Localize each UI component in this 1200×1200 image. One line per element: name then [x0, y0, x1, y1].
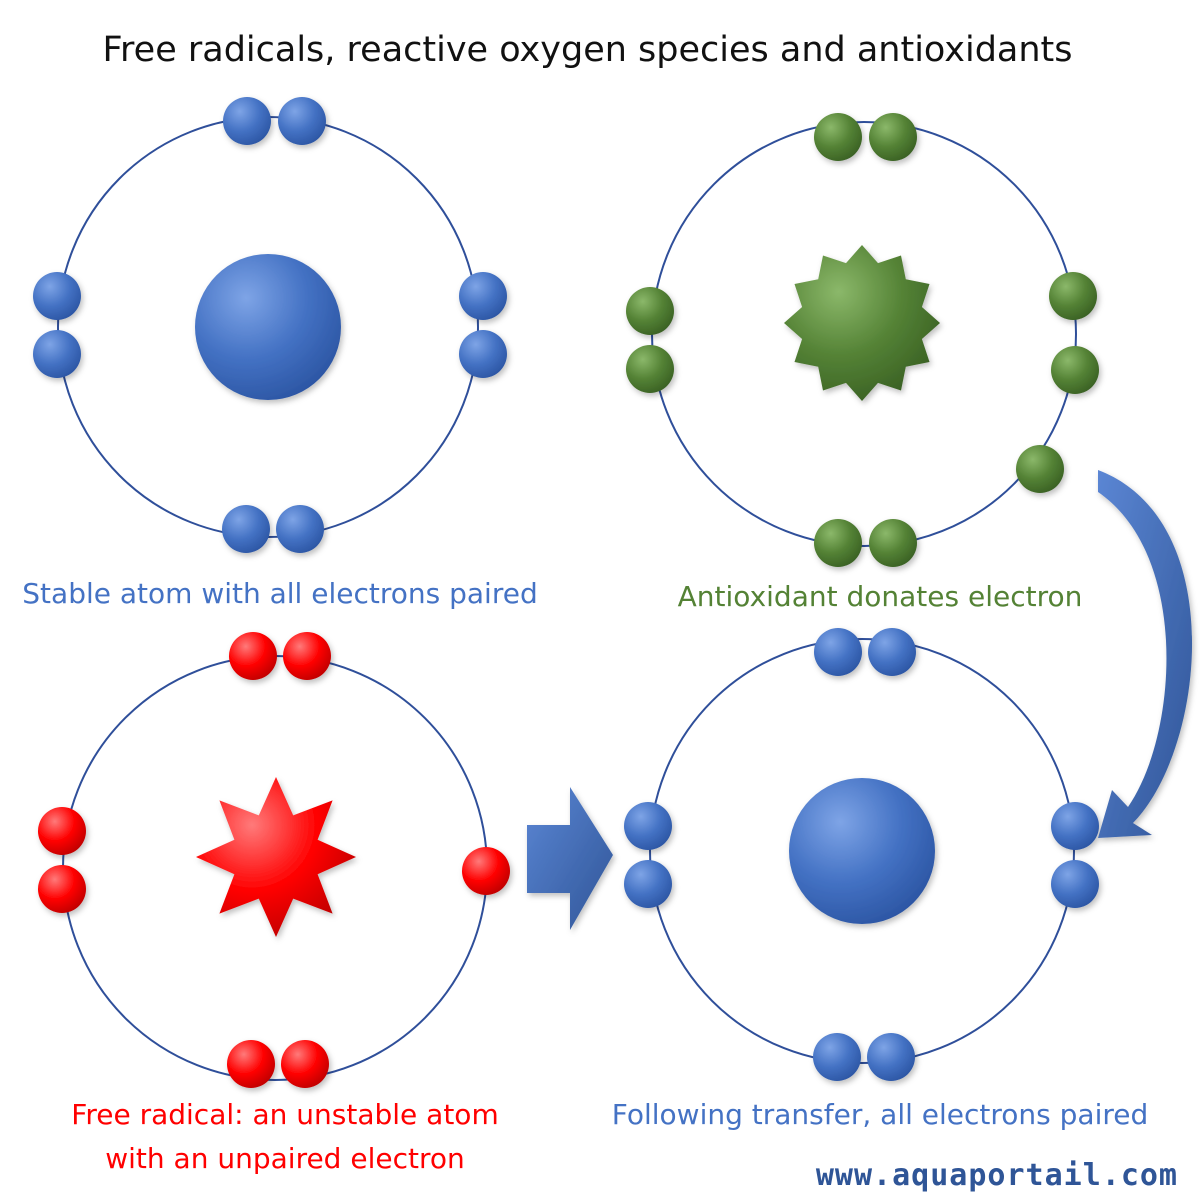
- free-radical-atom: [38, 632, 510, 1088]
- antioxidant-nucleus-star: [784, 245, 940, 401]
- stable-atom-electron: [278, 97, 326, 145]
- diagram-title: Free radicals, reactive oxygen species a…: [102, 30, 1073, 70]
- antioxidant-caption: Antioxidant donates electron: [677, 580, 1083, 613]
- free-radical-atom-electron: [229, 632, 277, 680]
- free-radical-caption-line-1: Free radical: an unstable atom: [71, 1098, 499, 1131]
- free-radical-atom-electron: [281, 1040, 329, 1088]
- paired-atom-electron: [624, 802, 672, 850]
- paired-atom: [624, 628, 1099, 1081]
- paired-atom-electron: [813, 1033, 861, 1081]
- stable-atom-electron: [33, 272, 81, 320]
- paired-atom-electron: [624, 860, 672, 908]
- free-radical-nucleus-star: [196, 777, 356, 937]
- free-radical-atom-electron: [227, 1040, 275, 1088]
- stable-atom-nucleus: [195, 254, 341, 400]
- stable-atom-electron: [222, 505, 270, 553]
- antioxidant-donated-electron: [1016, 445, 1064, 493]
- stable-atom-caption: Stable atom with all electrons paired: [22, 577, 538, 610]
- antioxidant-atom-electron: [869, 113, 917, 161]
- paired-atom-orbit: [649, 638, 1075, 1064]
- free-radical-caption-line-2: with an unpaired electron: [105, 1142, 465, 1175]
- antioxidant-atom-electron: [1049, 272, 1097, 320]
- stable-atom-electron: [33, 330, 81, 378]
- paired-atom-electron: [868, 628, 916, 676]
- free-radical-atom-electron: [38, 807, 86, 855]
- curved-donation-arrow: [1098, 470, 1193, 838]
- paired-atom-nucleus: [789, 778, 935, 924]
- antioxidant-atom-electron: [869, 519, 917, 567]
- paired-atom-electron: [867, 1033, 915, 1081]
- paired-atom-electron: [1051, 802, 1099, 850]
- right-arrow: [527, 787, 613, 930]
- free-radical-unpaired-electron: [462, 847, 510, 895]
- antioxidant-atom: [626, 113, 1099, 567]
- stable-atom-electron: [276, 505, 324, 553]
- antioxidant-atom-electron: [814, 113, 862, 161]
- antioxidant-atom-electron: [626, 287, 674, 335]
- paired-atom-electron: [1051, 860, 1099, 908]
- antioxidant-atom-electron: [814, 519, 862, 567]
- stable-atom: [33, 97, 507, 553]
- stable-atom-electron: [223, 97, 271, 145]
- free-radical-atom-electron: [283, 632, 331, 680]
- paired-atom-electron: [814, 628, 862, 676]
- antioxidant-atom-electron: [626, 345, 674, 393]
- free-radical-caption: Free radical: an unstable atom with an u…: [40, 1093, 530, 1181]
- stable-atom-electron: [459, 330, 507, 378]
- after-transfer-caption: Following transfer, all electrons paired: [611, 1098, 1149, 1131]
- free-radical-atom-electron: [38, 865, 86, 913]
- watermark-logo-text: www.aquaportail.com: [815, 1158, 1178, 1193]
- antioxidant-atom-electron: [1051, 346, 1099, 394]
- stable-atom-electron: [459, 272, 507, 320]
